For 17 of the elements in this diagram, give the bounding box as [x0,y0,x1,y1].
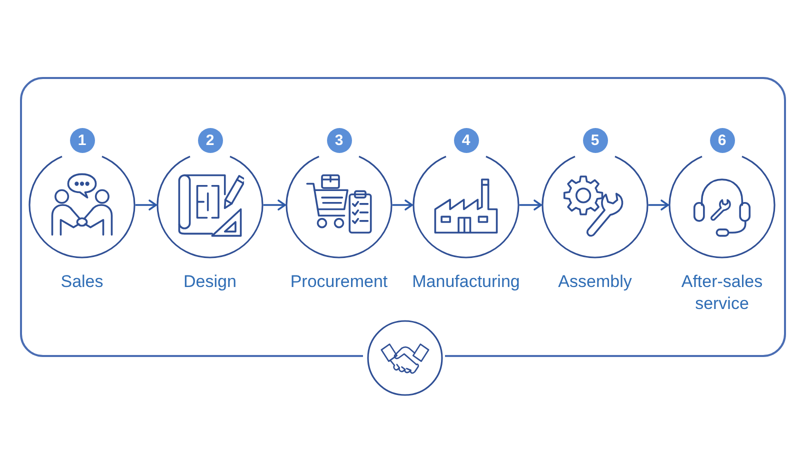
arrow [519,200,542,210]
step-label: Design [182,271,238,293]
number-badge: 1 [70,128,94,152]
arrow [135,200,157,210]
number-badge: 4 [454,128,478,152]
number-badge: 6 [710,128,734,152]
number-badge: 3 [326,128,352,152]
arrow [392,200,413,210]
arrow [263,200,286,210]
step-label: After-sales service [680,271,764,315]
step-label: Sales [60,271,104,293]
step-label: Procurement [289,271,389,293]
step-label: Manufacturing [412,271,520,293]
number-badge: 5 [582,128,608,152]
step-label: Assembly [557,271,633,293]
number-badge: 2 [198,128,222,152]
arrow [648,200,669,210]
